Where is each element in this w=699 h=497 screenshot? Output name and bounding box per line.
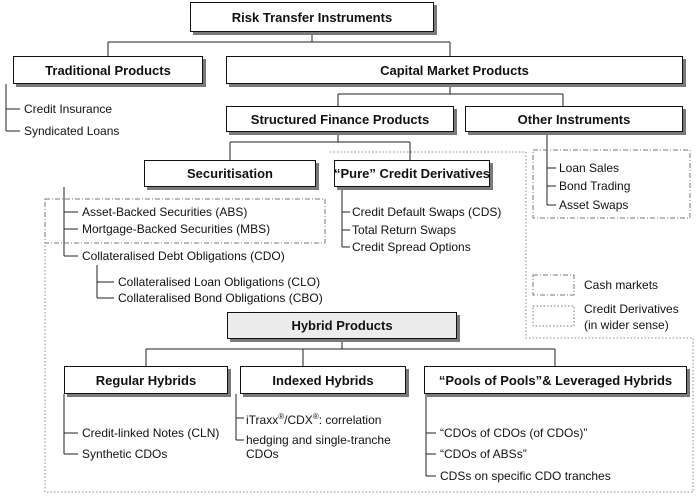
list-item-total-return-swaps: Total Return Swaps: [352, 223, 457, 237]
list-item-cdo: Collateralised Debt Obligations (CDO): [82, 249, 285, 263]
securitisation-node: Securitisation: [144, 160, 316, 187]
list-item-asset-swaps: Asset Swaps: [559, 198, 629, 212]
legend-credit-derivatives-sublabel: (in wider sense): [584, 318, 669, 332]
indexed-hybrids-node: Indexed Hybrids: [240, 366, 406, 394]
list-item-clo: Collateralised Loan Obligations (CLO): [118, 275, 321, 289]
list-item-cds: Credit Default Swaps (CDS): [352, 205, 502, 219]
pure-credit-derivatives-node: “Pure” Credit Derivatives: [334, 160, 490, 187]
list-item-cln: Credit-linked Notes (CLN): [82, 426, 220, 440]
legend-cash-markets-label: Cash markets: [584, 278, 659, 292]
pools-of-pools-node: “Pools of Pools”& Leveraged Hybrids: [424, 366, 687, 394]
list-item-mbs: Mortgage-Backed Securities (MBS): [82, 222, 271, 236]
itraxx-label: iTraxx: [246, 413, 279, 427]
list-item-cds-on-cdo-tranches: CDSs on specific CDO tranches: [440, 469, 611, 483]
cdx-reg-mark: ®: [312, 412, 319, 421]
list-item-cdos-of-abss: “CDOs of ABSs”: [440, 447, 527, 461]
legend-cash-markets-swatch: [532, 274, 575, 296]
traditional-products-node: Traditional Products: [13, 56, 203, 84]
structured-finance-products-node: Structured Finance Products: [226, 106, 454, 132]
list-item-credit-insurance: Credit Insurance: [24, 102, 113, 116]
list-item-loan-sales: Loan Sales: [559, 161, 620, 175]
cdx-label: /CDX: [284, 413, 313, 427]
list-item-single-tranche: hedging and single-tranche CDOs: [246, 433, 391, 461]
list-item-syndicated-loans: Syndicated Loans: [24, 124, 120, 138]
list-item-abs: Asset-Backed Securities (ABS): [82, 205, 248, 219]
root-node: Risk Transfer Instruments: [190, 2, 434, 32]
list-item-cdos-of-cdos: “CDOs of CDOs (of CDOs)”: [440, 426, 588, 440]
list-item-bond-trading: Bond Trading: [559, 179, 631, 193]
hybrid-products-node: Hybrid Products: [227, 312, 457, 339]
legend-credit-derivatives-swatch: [532, 305, 575, 327]
regular-hybrids-node: Regular Hybrids: [64, 366, 228, 394]
list-item-credit-spread-options: Credit Spread Options: [352, 240, 471, 254]
itraxx-reg-mark: ®: [278, 412, 285, 421]
list-item-cbo: Collateralised Bond Obligations (CBO): [118, 291, 323, 305]
correlation-label: : correlation: [318, 413, 382, 427]
list-item-itraxx-cdx: iTraxx®/CDX®: correlation: [246, 410, 381, 427]
other-instruments-node: Other Instruments: [465, 106, 683, 132]
list-item-synthetic-cdos: Synthetic CDOs: [82, 447, 168, 461]
capital-market-products-node: Capital Market Products: [226, 56, 683, 84]
legend-credit-derivatives-label: Credit Derivatives: [584, 302, 679, 316]
